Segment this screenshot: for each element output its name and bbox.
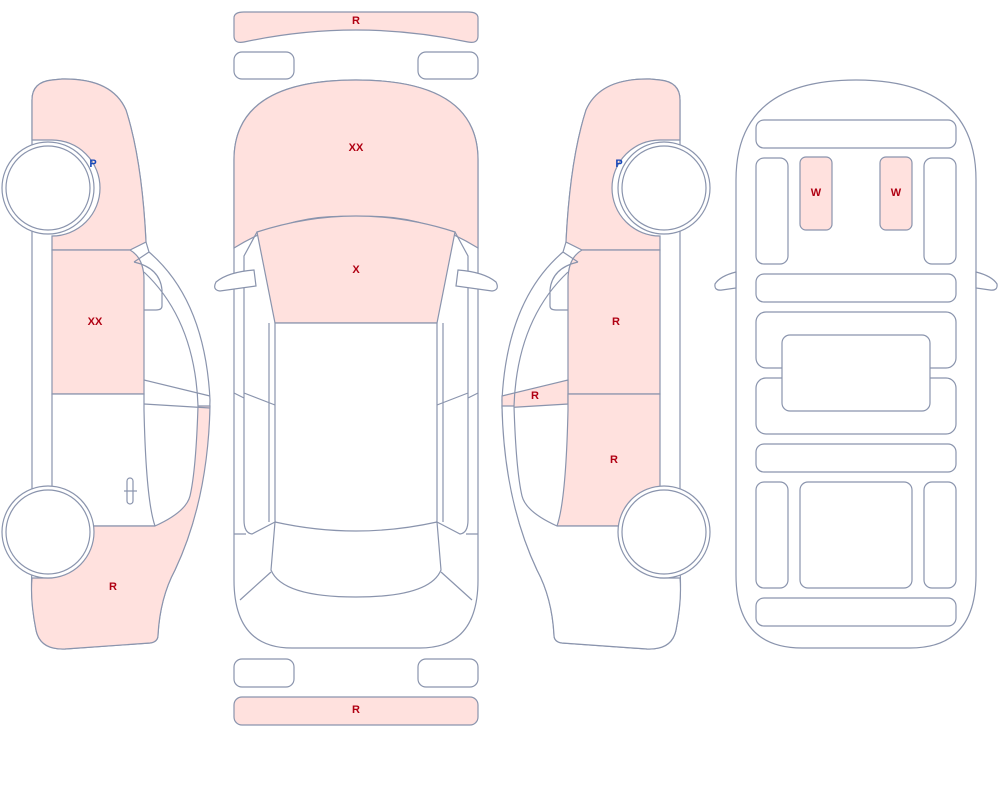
right-front-door-panel[interactable]: [567, 249, 661, 395]
left-front-door-trim[interactable]: [755, 157, 789, 265]
rear-window-panel[interactable]: [270, 521, 442, 598]
windshield-panel[interactable]: [256, 215, 456, 324]
left-side-lines: [233, 231, 276, 535]
interior-left-mirror[interactable]: [714, 271, 737, 291]
left-side-view: P XX R: [1, 78, 211, 650]
left-headlight[interactable]: [233, 51, 295, 80]
left-rear-wheel-inner: [5, 489, 91, 575]
left-front-wheel-inner: [5, 145, 91, 231]
top-view: R XX X R: [214, 11, 498, 726]
left-window-lines: [133, 251, 211, 409]
interior-view: W W: [714, 79, 998, 649]
right-front-fender-code: P: [615, 158, 622, 170]
right-rear-door-trim[interactable]: [923, 481, 957, 589]
seat-left-code: W: [811, 187, 822, 199]
right-front-fender-panel[interactable]: [565, 78, 681, 251]
trunk-lines: [239, 571, 473, 601]
left-rear-quarter-code: R: [109, 581, 117, 593]
right-rear-door-code: R: [610, 454, 618, 466]
right-front-wheel-inner: [621, 145, 707, 231]
seat-right[interactable]: [879, 156, 913, 231]
right-headlight[interactable]: [417, 51, 479, 80]
right-rear-wheel-inner: [621, 489, 707, 575]
right-mirror-code: R: [531, 390, 539, 402]
left-front-door-panel[interactable]: [51, 249, 145, 395]
left-taillight[interactable]: [233, 658, 295, 688]
right-side-view: P R R R: [501, 78, 711, 650]
rear-bumper-code: R: [352, 704, 360, 716]
right-window-lines: [513, 251, 579, 407]
right-side-lines: [436, 231, 479, 535]
top-left-mirror[interactable]: [214, 269, 257, 292]
left-front-door-code: XX: [88, 316, 103, 328]
front-bumper-panel[interactable]: [233, 11, 479, 43]
right-front-door-code: R: [612, 316, 620, 328]
seat-left[interactable]: [799, 156, 833, 231]
trunk-floor[interactable]: [755, 597, 957, 627]
right-front-door-trim[interactable]: [923, 157, 957, 265]
right-rear-quarter-panel[interactable]: [501, 405, 682, 650]
seat-right-code: W: [891, 187, 902, 199]
left-rear-door-trim[interactable]: [755, 481, 789, 589]
rear-bench[interactable]: [799, 481, 913, 589]
hood-code: XX: [349, 142, 364, 154]
interior-right-mirror[interactable]: [975, 271, 998, 291]
top-right-mirror[interactable]: [455, 269, 498, 292]
left-front-fender-code: P: [89, 158, 96, 170]
roof-panel[interactable]: [274, 322, 438, 533]
rear-seat-bar[interactable]: [755, 443, 957, 473]
dashboard[interactable]: [755, 119, 957, 149]
left-rear-quarter-panel[interactable]: [30, 405, 211, 650]
left-front-fender-panel[interactable]: [31, 78, 147, 251]
front-console-bar[interactable]: [755, 273, 957, 303]
right-taillight[interactable]: [417, 658, 479, 688]
rear-bumper-panel[interactable]: [233, 696, 479, 726]
front-bumper-code: R: [352, 15, 360, 27]
sunroof[interactable]: [781, 334, 931, 412]
windshield-code: X: [352, 264, 360, 276]
